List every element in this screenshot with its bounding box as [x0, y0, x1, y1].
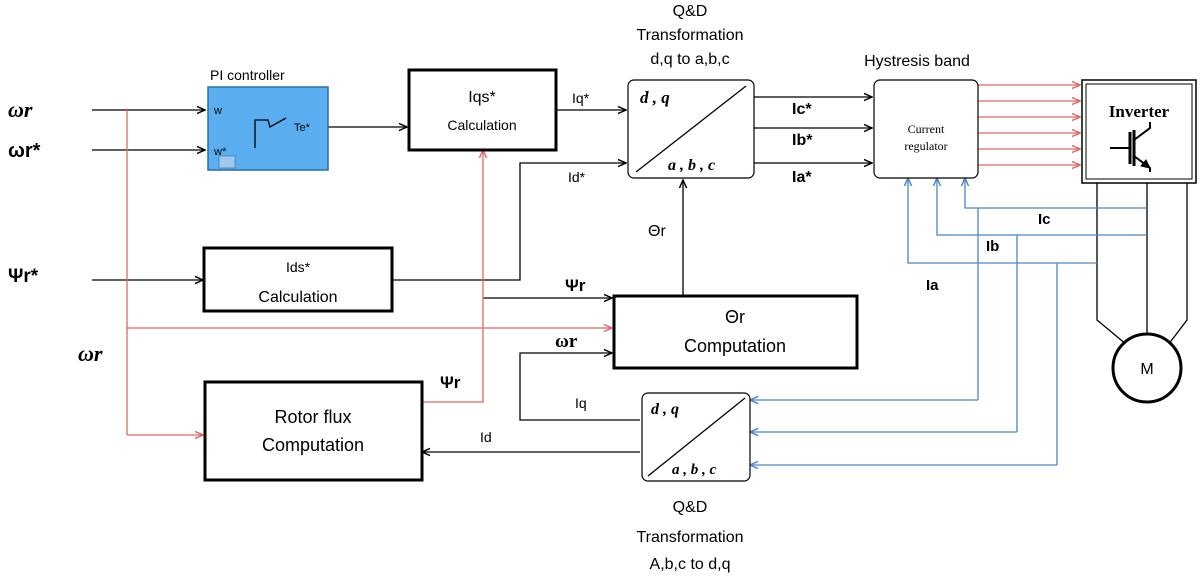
transform-dq-to-abc-block — [627, 79, 755, 179]
theta-block-line2: Computation — [684, 336, 786, 356]
flux-block-line1: Rotor flux — [274, 407, 351, 427]
flux-block-line2: Computation — [262, 435, 364, 455]
ib-feedback-label: Ib — [986, 238, 999, 255]
theta-computation-block — [612, 294, 859, 370]
pi-controller-block — [207, 86, 329, 171]
transform-bottom-title-1: Q&D — [673, 499, 708, 516]
ic-ref-label: Ic* — [792, 101, 812, 118]
transform-abc-to-dq-block — [641, 392, 751, 482]
ia-feedback-label: Ia — [926, 277, 939, 294]
psi-r-flux-output-label: Ψr — [440, 373, 461, 392]
pi-controller-title: PI controller — [210, 67, 285, 83]
iq-feedback-signal-label: Iq — [575, 395, 587, 411]
ids-block-caption: Calculation — [258, 289, 337, 306]
motor-circle — [1111, 332, 1183, 404]
motor-label: M — [1140, 361, 1153, 378]
psi-r-theta-input-label: Ψr — [565, 276, 586, 295]
transform-bottom-dq-label: d , q — [651, 401, 679, 418]
pi-port-w-ref: w* — [213, 146, 227, 158]
omega-r-theta-input-label: ωr — [555, 331, 578, 352]
psi-r-ref-input-label: Ψr* — [8, 266, 39, 287]
transform-top-title-2: Transformation — [637, 27, 744, 44]
ic-feedback-label: Ic — [1038, 211, 1051, 228]
pi-port-w: w — [213, 105, 222, 117]
inverter-block — [1081, 79, 1197, 184]
omega-r-input-label: ωr — [8, 97, 33, 122]
pi-output-label: Te* — [294, 122, 311, 134]
iqs-block-name: Iqs* — [468, 89, 496, 106]
id-ref-label: Id* — [568, 169, 586, 185]
hysteresis-title: Hystresis band — [864, 53, 970, 70]
transform-top-title-3: d,q to a,b,c — [650, 51, 729, 68]
iq-ref-label: Iq* — [572, 90, 590, 106]
current-regulator-label-1: Current — [908, 122, 945, 136]
omega-r-lower-label: ωr — [78, 341, 103, 366]
blue-current-wires — [750, 178, 1147, 465]
current-regulator-block — [873, 79, 979, 179]
transform-bottom-abc-label: a , b , c — [672, 462, 717, 478]
theta-r-signal-label: Θr — [648, 223, 666, 240]
iqs-calculation-block — [407, 68, 558, 152]
current-regulator-label-2: regulator — [904, 139, 947, 153]
inverter-label: Inverter — [1109, 102, 1170, 121]
ib-ref-label: Ib* — [792, 132, 813, 149]
ids-calculation-block — [202, 246, 394, 313]
transform-bottom-title-2: Transformation — [637, 529, 744, 546]
ia-ref-label: Ia* — [792, 169, 812, 186]
iqs-block-caption: Calculation — [447, 117, 516, 133]
transform-top-dq-label: d , q — [640, 88, 670, 107]
igbt-transistor-icon — [1110, 122, 1151, 172]
theta-block-line1: Θr — [725, 307, 745, 327]
transform-bottom-title-3: A,b,c to d,q — [650, 556, 731, 573]
red-speed-wires — [126, 85, 1080, 435]
transform-top-abc-label: a , b , c — [668, 157, 715, 174]
black-signal-wires — [92, 97, 1188, 452]
ids-block-name: Ids* — [286, 259, 311, 275]
rotor-flux-computation-block — [203, 380, 424, 482]
transform-top-title-1: Q&D — [673, 3, 708, 20]
id-feedback-signal-label: Id — [480, 429, 492, 445]
omega-r-ref-input-label: ωr* — [8, 140, 41, 162]
pi-scroll-icon — [218, 155, 236, 169]
